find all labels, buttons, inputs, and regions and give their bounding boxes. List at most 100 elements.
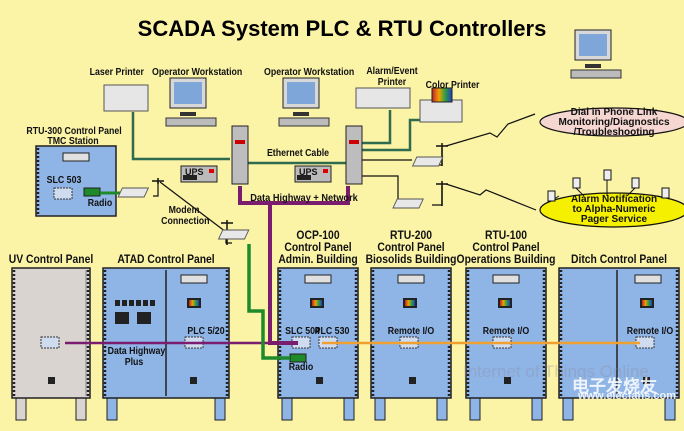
- antenna-icon: [436, 143, 448, 166]
- antenna-icon: [436, 181, 448, 206]
- panel-label-2-2: Radio: [288, 362, 314, 373]
- server-tower-icon: [345, 125, 363, 185]
- modem-alarm: [392, 198, 424, 209]
- cabinet-leg: [436, 397, 448, 421]
- panel-title-2-2: Admin. Building: [278, 254, 358, 266]
- panel-label-1-0: PLC 5/20: [187, 326, 225, 337]
- workstation-1-label: Operator Workstation: [152, 67, 243, 78]
- diagram-title: SCADA System PLC & RTU Controllers: [137, 16, 547, 41]
- hmi-display: [500, 300, 510, 306]
- ups-2: UPS: [294, 165, 332, 183]
- color-printer-label: Color Printer: [425, 80, 480, 91]
- rtu300-title-1: RTU-300 Control Panel: [26, 126, 122, 137]
- switch-icon: [115, 300, 120, 306]
- phone-link-dialin: [445, 113, 536, 147]
- rtu300-label-0: SLC 503: [46, 175, 82, 186]
- ups-1-label: UPS: [185, 167, 204, 177]
- cabinet-leg: [281, 397, 293, 421]
- keyboard-icon: [278, 117, 330, 127]
- vent-icon: [48, 377, 55, 384]
- cabinet-leg: [562, 397, 574, 421]
- ethernet-cable-label: Ethernet Cable: [266, 148, 330, 159]
- panel-title-3-1: Control Panel: [377, 242, 445, 254]
- vent-icon: [316, 377, 323, 384]
- radio-icon: [289, 353, 307, 363]
- screen: [174, 82, 202, 104]
- modem-lines: [153, 113, 537, 244]
- relay-block-icon: [137, 312, 151, 324]
- cabinet-body: [11, 267, 91, 399]
- nameplate: [304, 274, 332, 284]
- switch-icon: [136, 300, 141, 306]
- screen: [287, 82, 315, 104]
- cabinet-leg: [214, 397, 226, 421]
- cabinet-body: [465, 267, 547, 399]
- ups-2-label: UPS: [299, 167, 318, 177]
- hmi-display: [312, 300, 322, 306]
- pager-icon: [572, 177, 581, 189]
- panel-title-1-0: ATAD Control Panel: [117, 254, 215, 266]
- rtu300-label-1: Radio: [87, 198, 113, 209]
- workstation-2-label: Operator Workstation: [264, 67, 355, 78]
- workstation-2: [278, 77, 330, 127]
- vent-icon: [643, 377, 650, 384]
- rtu300-title-2: TMC Station: [47, 136, 99, 147]
- cabinet-leg: [75, 397, 87, 421]
- hmi-display: [642, 300, 652, 306]
- nameplate: [492, 274, 520, 284]
- panel-title-3-2: Biosolids Building: [365, 254, 457, 266]
- alarm-line-3: Pager Service: [580, 214, 648, 225]
- printer-icon: [419, 99, 463, 123]
- data-highway-network-line: [238, 186, 350, 205]
- alarm-notification-label: Alarm Notification to Alpha-Numeric Page…: [540, 195, 684, 225]
- dialin-line-2: Monitoring/Diagnostics: [558, 117, 670, 128]
- modem-connection-label: Modem Connection: [161, 205, 210, 227]
- panel-title-5-0: Ditch Control Panel: [570, 254, 668, 266]
- rtu100-control-panel: [465, 267, 547, 421]
- alarm-printer-label: Alarm/Event Printer: [366, 66, 418, 88]
- panel-title-4-1: Control Panel: [472, 242, 540, 254]
- ethernet-line-color-printer: [362, 118, 430, 152]
- dialin-line-3: /Troubleshooting: [573, 127, 655, 138]
- antenna-icon: [152, 178, 164, 184]
- ups-1: UPS: [180, 165, 218, 183]
- antennas: [152, 143, 448, 245]
- modem-ocp: [217, 229, 250, 240]
- uv-control-panel: [11, 267, 91, 421]
- cabinet-body: [370, 267, 452, 399]
- nameplate: [397, 274, 425, 284]
- panel-title-2-0: OCP-100: [296, 230, 340, 242]
- ethernet-line-laser-printer: [131, 112, 230, 161]
- alarm-ellipse: [539, 192, 684, 228]
- remote-workstation: [570, 29, 622, 79]
- cabinet-body: [277, 267, 359, 399]
- watermark-brand: 电子发烧友: [572, 377, 657, 397]
- cabinet-leg: [374, 397, 386, 421]
- keyboard-icon: [165, 117, 217, 127]
- rtu300-panel: [35, 145, 117, 217]
- cabinet-leg: [106, 397, 118, 421]
- vent-icon: [504, 377, 511, 384]
- panel-label-3-0: Remote I/O: [387, 326, 435, 337]
- nameplate: [62, 152, 90, 162]
- modem-connection-line: [159, 181, 227, 233]
- laser-printer-label: Laser Printer: [89, 67, 144, 78]
- dialin-label: Dial in Phone Link Monitoring/Diagnostic…: [540, 108, 684, 138]
- panel-title-3-0: RTU-200: [390, 230, 432, 242]
- server-2: [345, 125, 363, 185]
- panel-label-1-1: Data Highway: [107, 346, 166, 357]
- dialin-ellipse: [539, 107, 684, 137]
- printer-icon: [103, 84, 149, 112]
- radio-icon: [83, 187, 101, 197]
- panel-label-2-0: SLC 504: [285, 326, 320, 337]
- keyboard-icon: [570, 69, 622, 79]
- pager-icon: [661, 187, 670, 199]
- color-printer: [419, 99, 463, 123]
- ocp100-control-panel: [277, 267, 359, 421]
- plc-rack-icon: [53, 187, 73, 200]
- panel-title-2-1: Control Panel: [284, 242, 352, 254]
- alarm-event-printer: [355, 87, 411, 109]
- line-rtu300-modem-antenna: [153, 182, 159, 197]
